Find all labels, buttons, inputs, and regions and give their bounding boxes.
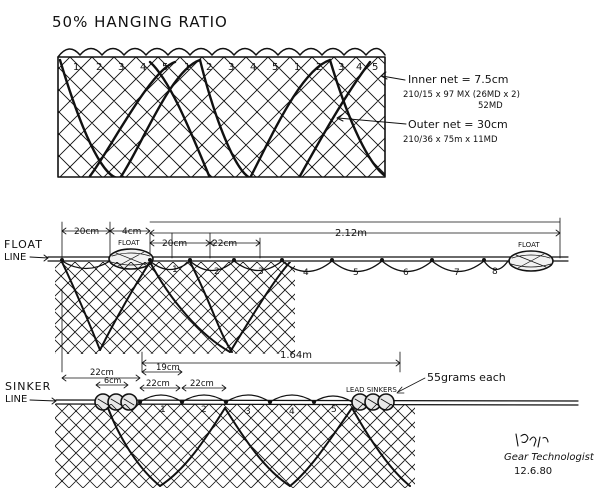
grams-leader (396, 377, 426, 394)
dim-label-1-64m: 1.64m (280, 350, 312, 361)
float-loop-number: 8 (492, 267, 498, 277)
bay-number: 3 (118, 62, 124, 73)
mesh-lines (58, 57, 385, 177)
float-1: FLOAT (108, 239, 154, 270)
inner-net-leader (381, 75, 406, 81)
dim-22cm-sinker-a (61, 374, 141, 382)
top-panel-scallop (57, 47, 386, 58)
float-line-label-2: LINE (4, 252, 26, 263)
sinker-line-arrow (29, 397, 57, 405)
sinker-outer-mesh (107, 407, 411, 487)
top-outer-mesh (58, 58, 385, 177)
bay-number: 1 (184, 62, 190, 73)
sinker-hanging-mesh (55, 404, 415, 488)
bay-number: 2 (316, 62, 322, 73)
outer-net-arrowhead (336, 113, 344, 122)
bay-number: 5 (372, 62, 378, 73)
sinker-loop-number: 1 (160, 405, 166, 415)
inner-net-line2: 210/15 x 97 MX (26MD x 2) (403, 90, 520, 100)
top-inner-mesh (58, 57, 385, 177)
outer-net-line2: 210/36 x 75m x 11MD (403, 135, 498, 145)
lead-sinkers-left (94, 393, 138, 411)
sinker-loops (139, 394, 353, 403)
sinker-line-label-1: SINKER (5, 380, 51, 393)
sinker-line-label-2: LINE (5, 394, 27, 405)
dim-label-22cm-sinker-a: 22cm (90, 368, 114, 378)
float-loop-number: 4 (303, 268, 309, 278)
dim-label-2-12m: 2.12m (335, 228, 367, 239)
float-line-label-1: FLOAT (4, 238, 43, 251)
dim-label-20cm-b: 20cm (162, 239, 187, 249)
bay-number: 1 (73, 62, 79, 73)
dim-label-19cm: 19cm (156, 363, 180, 373)
float-loops (61, 260, 509, 273)
dim-2-12m (149, 229, 561, 237)
dim-4cm (109, 227, 151, 235)
sinker-loop-number: 4 (289, 407, 295, 417)
bay-number: 3 (228, 62, 234, 73)
float-label: FLOAT (118, 239, 140, 247)
mesh-lines (55, 262, 295, 354)
bay-number: 4 (250, 62, 256, 73)
signature-scribble (515, 433, 549, 448)
dim-label-22cm-sinker-b: 22cm (146, 379, 170, 389)
dim-6cm (95, 381, 129, 389)
grams-label: 55grams each (427, 371, 506, 384)
float-line-section: FLOAT LINE 20cm 4cm 20cm 22cm 2.12m FLOA… (4, 217, 569, 373)
float-loop-number: 1 (172, 265, 178, 275)
bay-number: 2 (96, 62, 102, 73)
sinker-loop-number: 2 (201, 405, 207, 415)
dim-label-20cm-a: 20cm (74, 227, 99, 237)
inner-net-line1: Inner net = 7.5cm (408, 73, 509, 86)
sinker-loop-number: 3 (245, 407, 251, 417)
outer-net-line1: Outer net = 30cm (408, 118, 508, 131)
sinker-line-section: 1.64m 19cm 22cm 6cm 22cm 22cm SINKER LIN… (5, 350, 579, 488)
float-loop-number: 6 (403, 268, 409, 278)
float-hanging-mesh (55, 262, 295, 354)
float-loop-number: 7 (454, 268, 460, 278)
dim-label-22cm: 22cm (212, 239, 237, 249)
dim-label-4cm: 4cm (122, 227, 141, 237)
signature-block: Gear Technologist 12.6.80 (504, 433, 595, 477)
diagram-title: 50% HANGING RATIO (52, 13, 228, 31)
bay-number: 3 (338, 62, 344, 73)
dim-guide-lines (61, 217, 561, 259)
bay-number: 5 (272, 62, 278, 73)
bay-number: 5 (162, 62, 168, 73)
outer-net-note: Outer net = 30cm 210/36 x 75m x 11MD (403, 118, 508, 145)
inner-net-arrowhead (380, 71, 388, 80)
top-bay-numbers: 1 2 3 4 5 1 2 3 4 5 1 2 3 4 5 (73, 62, 378, 73)
float-loop-number: 5 (353, 268, 359, 278)
top-net-panel: 1 2 3 4 5 1 2 3 4 5 1 2 3 4 5 (57, 47, 407, 178)
float-line-arrow (29, 254, 49, 262)
dim-1-64m (141, 359, 401, 367)
bay-number: 4 (140, 62, 146, 73)
float-2: FLOAT (508, 241, 554, 272)
sinker-loop-joints (138, 400, 316, 404)
inner-net-line3: 52MD (478, 101, 503, 111)
outer-net-leader (337, 117, 407, 125)
signature-date: 12.6.80 (514, 466, 552, 477)
bay-number: 4 (356, 62, 362, 73)
dim-label-22cm-sinker-c: 22cm (190, 379, 214, 389)
inner-net-note: Inner net = 7.5cm 210/15 x 97 MX (26MD x… (403, 73, 520, 111)
float-label-2: FLOAT (518, 241, 540, 249)
dim-22cm (209, 237, 261, 259)
float-loop-joints (60, 258, 486, 262)
signature-role: Gear Technologist (504, 452, 595, 463)
sinker-loop-number: 5 (331, 405, 337, 415)
dim-label-6cm: 6cm (104, 376, 121, 385)
dim-22cm-sinker-c (181, 384, 227, 392)
bay-number: 1 (294, 62, 300, 73)
bay-number: 2 (206, 62, 212, 73)
dim-19cm (141, 368, 183, 376)
float-loop-number: 2 (214, 267, 220, 277)
lead-sinkers-label: LEAD SINKERS (346, 386, 397, 394)
top-panel-frame (57, 56, 386, 178)
dim-guide-164 (61, 289, 401, 373)
dim-22cm-sinker-b (139, 384, 181, 392)
float-outer-mesh (61, 262, 291, 353)
mesh-lines (55, 404, 415, 488)
